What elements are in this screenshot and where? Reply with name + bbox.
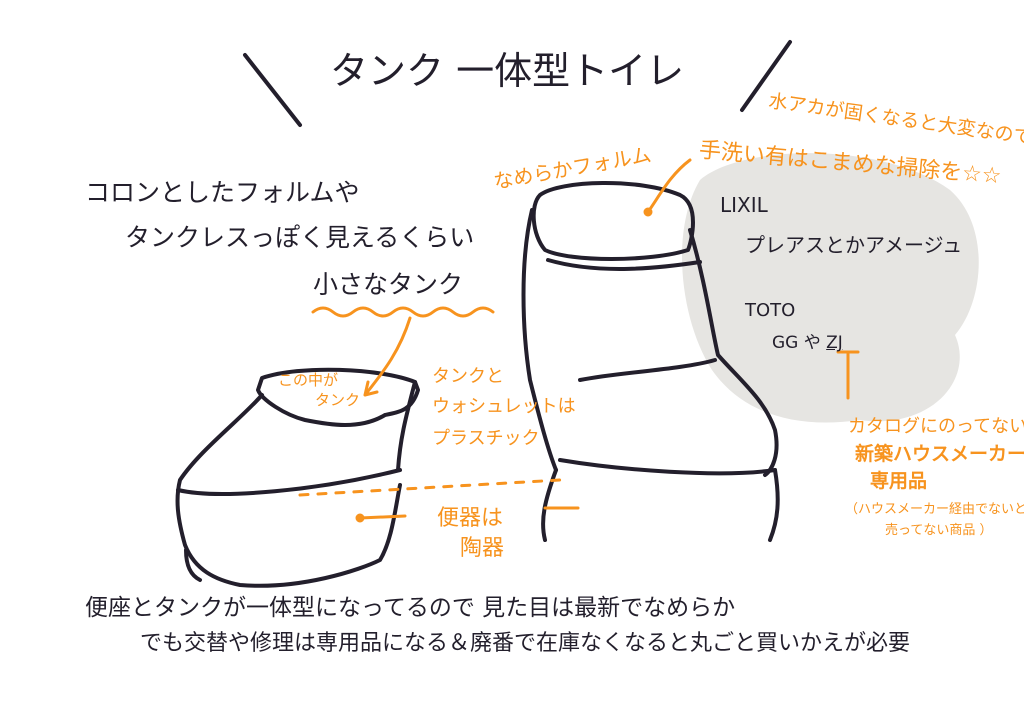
toto-model-zj: ZJ: [826, 333, 843, 353]
ceramic-pointer-left: [358, 514, 407, 520]
ceramic-note-1: 便器は: [437, 506, 504, 531]
zj-note-5: 売ってない商品 ）: [885, 523, 993, 538]
small-toilet-drawing: [175, 367, 420, 588]
bottom-note-1: 便座とタンクが一体型になってるので 見た目は最新でなめらか: [85, 595, 736, 621]
tall-toilet-drawing: [521, 181, 780, 542]
ceramic-note-2: 陶器: [460, 536, 505, 561]
tank-inside-1: この中が: [278, 371, 339, 389]
material-divider: [298, 478, 562, 497]
zj-note-1: カタログにのってない: [848, 416, 1024, 437]
note-form: コロンとしたフォルムや: [85, 178, 360, 207]
brand-toto: TOTO: [745, 300, 796, 321]
arrow-to-tank: [363, 316, 412, 397]
zj-note-3: 専用品: [870, 470, 928, 492]
brand-lixil: LIXIL: [720, 193, 768, 217]
plastic-note-3: プラスチック: [432, 428, 540, 449]
plastic-note-1: タンクと: [432, 366, 504, 387]
title-slash-right: [740, 40, 792, 112]
zj-note-2: 新築ハウスメーカーの: [855, 443, 1024, 465]
pointer-smooth-form: [646, 158, 692, 214]
plastic-note-2: ウォシュレットは: [432, 396, 576, 417]
brand-blob: [682, 153, 979, 423]
zj-note-4: （ハウスメーカー経由でないと: [845, 502, 1024, 517]
tank-inside-2: タンク: [315, 391, 361, 409]
note-tankless: タンクレスっぽく見えるくらい: [125, 223, 475, 252]
title-slash-left: [243, 53, 302, 127]
wavy-underline: [311, 306, 495, 318]
bottom-note-2: でも交替や修理は専用品になる＆廃番で在庫なくなると丸ごと買いかえが必要: [140, 631, 911, 656]
page-title: タンク 一体型トイレ: [330, 49, 685, 93]
toto-models-prefix: GG や: [772, 333, 827, 353]
toto-models: GG や ZJ: [772, 335, 843, 352]
note-small-tank: 小さなタンク: [313, 270, 464, 299]
lixil-models: プレアスとかアメージュ: [745, 233, 963, 257]
